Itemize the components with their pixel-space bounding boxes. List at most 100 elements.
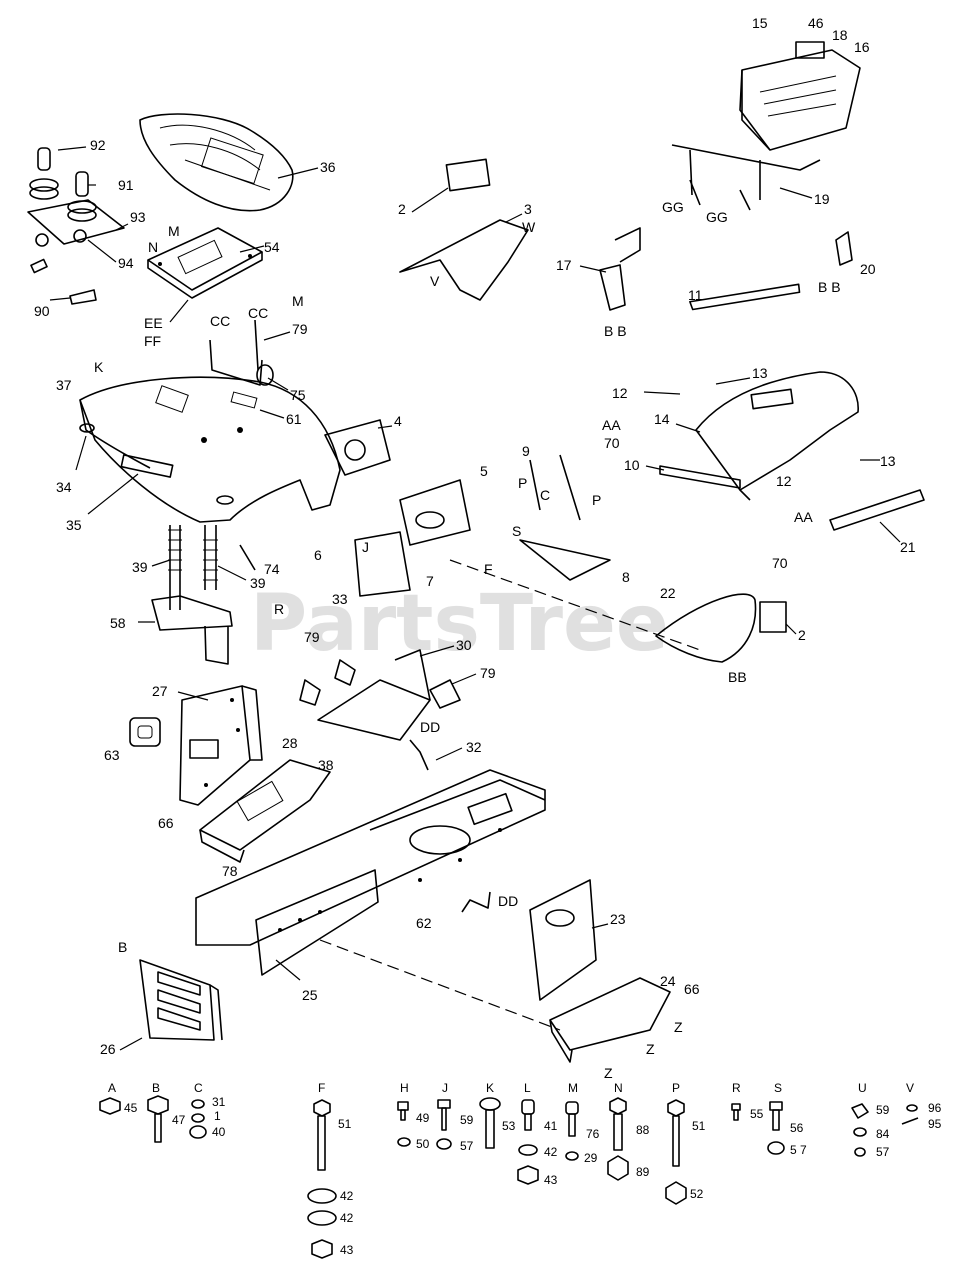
seat-spring-kit [27,147,125,305]
decal-and-bracket-parts [399,158,641,311]
footrest-right-part [529,879,671,1063]
callout-66b: 66 [684,981,700,997]
callout-EE: EE [144,315,163,331]
callout-9: 9 [522,443,530,459]
callout-54: 54 [264,239,280,255]
hw-part-40: 40 [212,1125,226,1139]
callout-19: 19 [814,191,830,207]
hw-part-57-S: 5 7 [790,1143,807,1157]
callout-16: 16 [854,39,870,55]
callout-17: 17 [556,257,572,273]
callout-75: 75 [290,387,306,403]
callout-90: 90 [34,303,50,319]
hw-part-43-F: 43 [340,1243,354,1257]
callout-V: V [430,273,440,289]
seat-part [139,113,294,212]
callout-35: 35 [66,517,82,533]
callout-AA2: AA [794,509,813,525]
callout-P2: P [592,492,601,508]
callout-94: 94 [118,255,134,271]
callout-CC2: CC [248,305,268,321]
callout-N: N [148,239,158,255]
callout-21: 21 [900,539,916,555]
hw-letter-B: B [152,1081,160,1095]
callout-13a: 13 [752,365,768,381]
hw-letter-S: S [774,1081,782,1095]
callout-FF: FF [144,333,161,349]
callout-BB3: BB [728,669,747,685]
watermark: PartsTree [250,579,669,669]
hw-part-88: 88 [636,1123,650,1137]
callout-93: 93 [130,209,146,225]
callout-F: F [484,561,493,577]
hw-letter-M: M [568,1081,578,1095]
side-skirt-part [655,593,787,663]
main-frame-part [195,769,561,1031]
callout-M1: M [168,223,180,239]
hw-letter-C: C [194,1081,203,1095]
seat-pan-part [147,227,263,299]
hw-letter-L: L [524,1081,531,1095]
callout-27: 27 [152,683,168,699]
callout-38: 38 [318,757,334,773]
callout-6: 6 [314,547,322,563]
callout-AA1: AA [602,417,621,433]
callout-25: 25 [302,987,318,1003]
footrest-left-part [199,759,331,863]
hw-part-31: 31 [212,1095,226,1109]
callout-63: 63 [104,747,120,763]
hw-letter-A: A [108,1081,116,1095]
callout-4: 4 [394,413,402,429]
hw-part-52: 52 [690,1187,704,1201]
hw-part-51-F: 51 [338,1117,352,1131]
callout-14: 14 [654,411,670,427]
small-bracket-20 [835,231,853,266]
callout-79c: 79 [480,665,496,681]
hw-part-59-U: 59 [876,1103,890,1117]
callout-39b: 39 [250,575,266,591]
hw-letter-H: H [400,1081,409,1095]
callout-92: 92 [90,137,106,153]
hw-part-43-L: 43 [544,1173,558,1187]
hw-letter-V: V [906,1081,914,1095]
callout-W: W [522,219,536,235]
dash-panel-part [354,454,611,597]
hw-letter-J: J [442,1081,448,1095]
callout-8: 8 [622,569,630,585]
callout-7: 7 [426,573,434,589]
hw-part-42-F1: 42 [340,1189,354,1203]
hw-part-53: 53 [502,1119,516,1133]
callout-BB2: B B [818,279,841,295]
hw-letter-N: N [614,1081,623,1095]
hw-part-29: 29 [584,1151,598,1165]
fender-deck-part [79,376,341,523]
callout-66a: 66 [158,815,174,831]
callout-12a: 12 [612,385,628,401]
callout-J: J [362,539,369,555]
callout-58: 58 [110,615,126,631]
callout-74: 74 [264,561,280,577]
callout-S: S [512,523,521,539]
hardware-legend: A 45 B 47 C 31 1 40 F 51 42 42 43 H 49 5… [99,1081,942,1259]
callout-2b: 2 [798,627,806,643]
callout-26: 26 [100,1041,116,1057]
callout-5: 5 [480,463,488,479]
hw-part-89: 89 [636,1165,650,1179]
hw-part-50: 50 [416,1137,430,1151]
callout-78: 78 [222,863,238,879]
callout-R: R [274,601,284,617]
callout-91: 91 [118,177,134,193]
hw-part-96: 96 [928,1101,942,1115]
hw-part-42-L: 42 [544,1145,558,1159]
hood-part [659,283,925,531]
hw-letter-K: K [486,1081,494,1095]
hw-part-1: 1 [214,1109,221,1123]
callout-13b: 13 [880,453,896,469]
hw-part-76: 76 [586,1127,600,1141]
callout-2a: 2 [398,201,406,217]
callout-70a: 70 [604,435,620,451]
callout-C: C [540,487,550,503]
callout-79a: 79 [292,321,308,337]
callout-32: 32 [466,739,482,755]
callout-39a: 39 [132,559,148,575]
